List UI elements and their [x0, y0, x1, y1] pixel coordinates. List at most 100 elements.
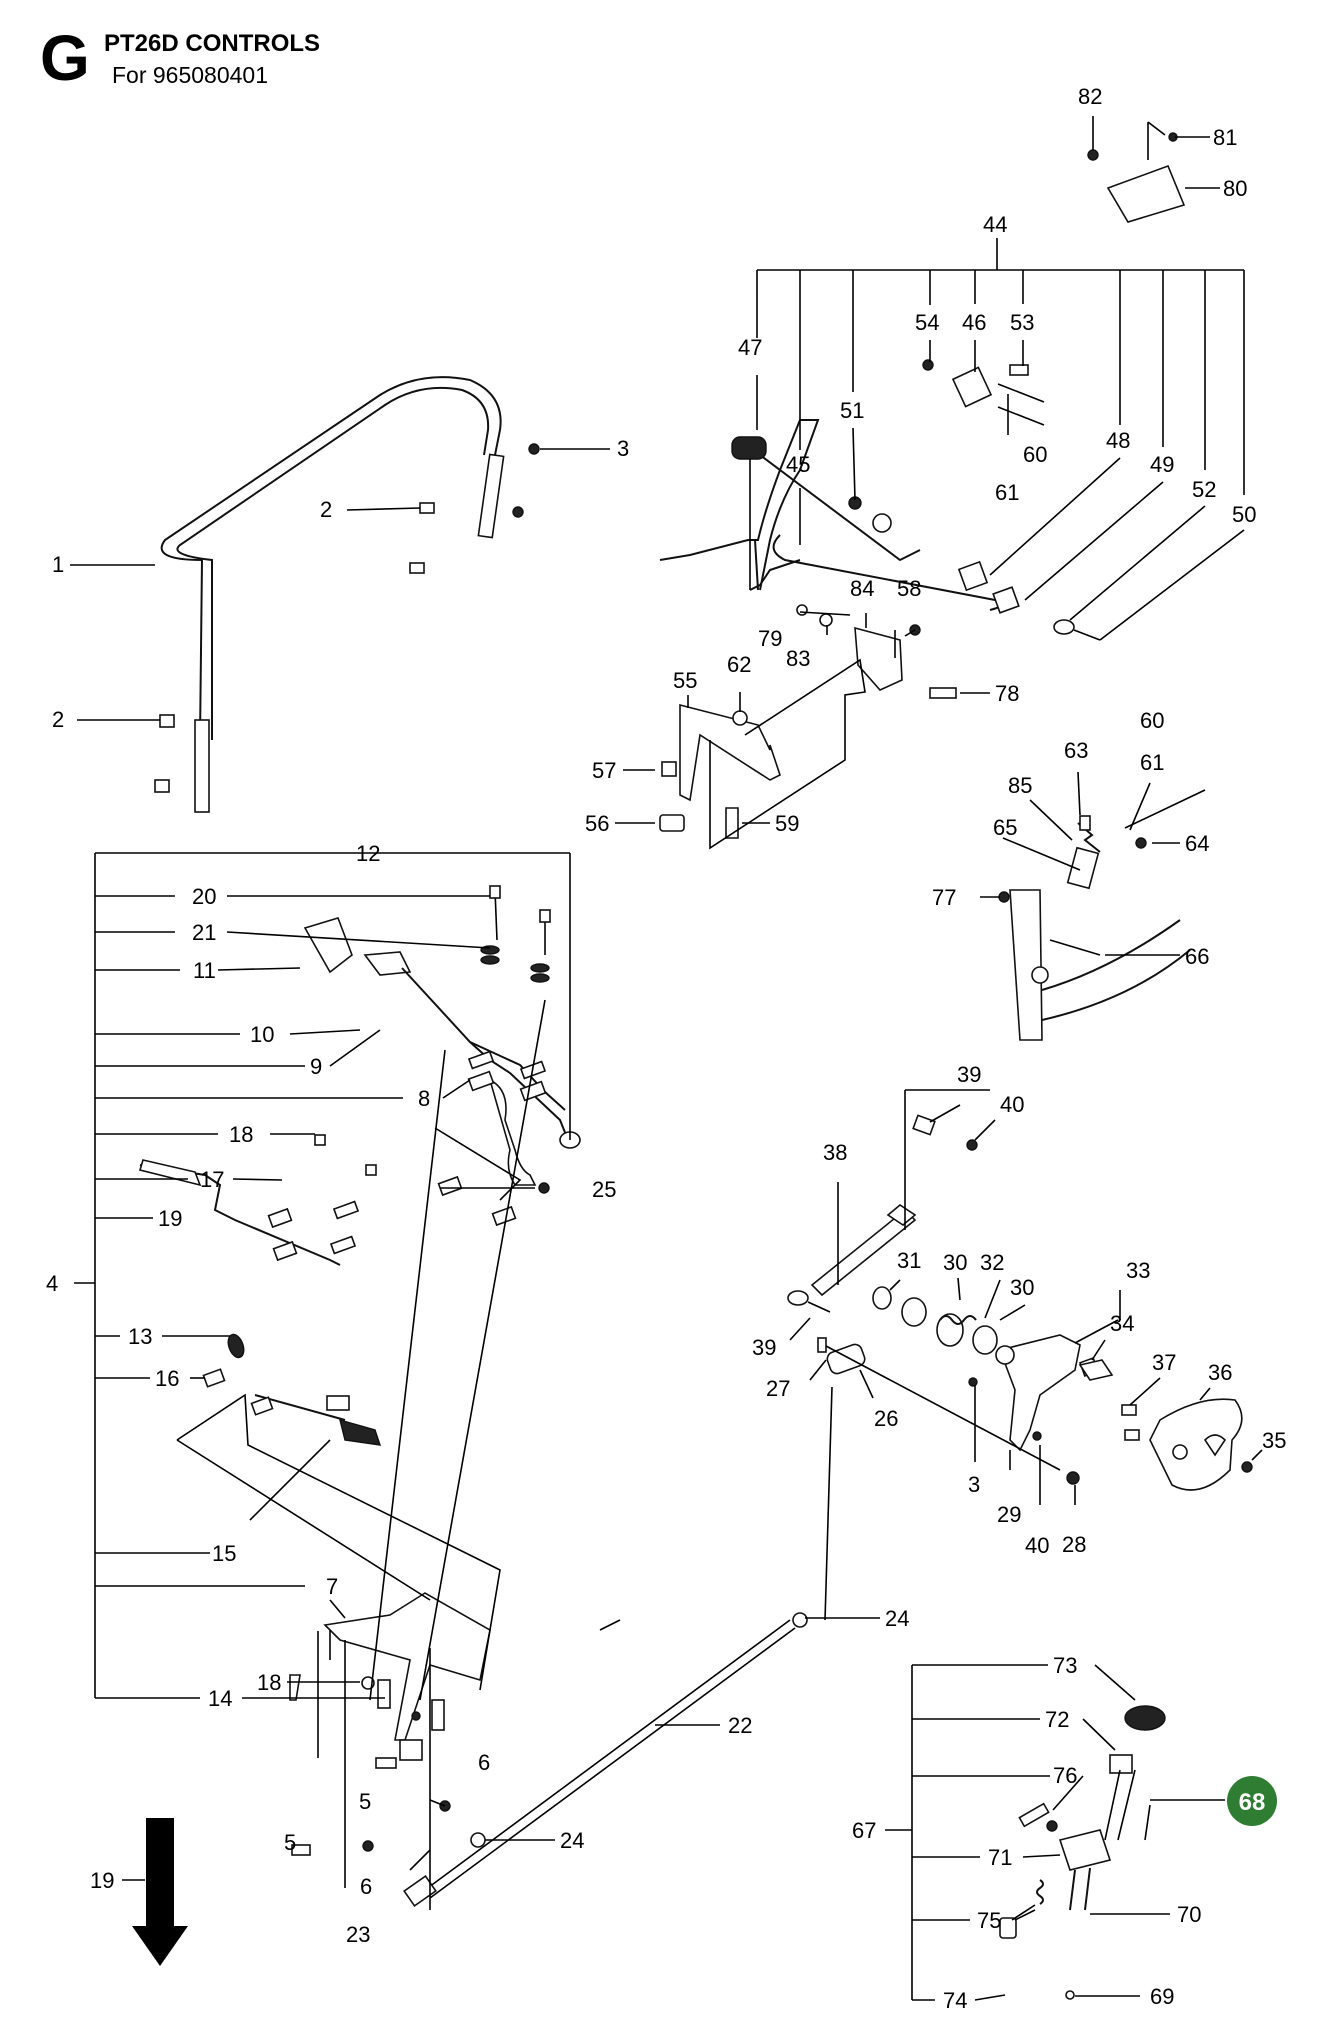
callout-13: 13 [128, 1324, 152, 1349]
callout-10: 10 [250, 1022, 274, 1047]
callout-52: 52 [1192, 477, 1216, 502]
callout-38: 38 [823, 1140, 847, 1165]
callout-82: 82 [1078, 84, 1102, 109]
callout-19: 19 [90, 1868, 114, 1893]
callout-17: 17 [200, 1167, 224, 1192]
callout-71: 71 [988, 1845, 1012, 1870]
callout-62: 62 [727, 652, 751, 677]
callout-81: 81 [1213, 125, 1237, 150]
plate-36 [1149, 1398, 1243, 1491]
callout-40: 40 [1000, 1092, 1024, 1117]
diagram-subtitle: For 965080401 [112, 62, 269, 88]
callout-12: 12 [356, 841, 380, 866]
callout-46: 46 [962, 310, 986, 335]
bracket-55 [679, 703, 781, 802]
callout-74: 74 [943, 1988, 967, 2013]
callout-16: 16 [155, 1366, 179, 1391]
handle-bar [160, 376, 502, 741]
lever-13 [139, 1164, 341, 1266]
callout-24: 24 [560, 1828, 584, 1853]
callout-51: 51 [840, 398, 864, 423]
callout-14: 14 [208, 1686, 232, 1711]
callout-45: 45 [786, 452, 810, 477]
callout-58: 58 [897, 576, 921, 601]
callout-11: 11 [193, 958, 216, 983]
callout-40: 40 [1025, 1533, 1049, 1558]
callout-33: 33 [1126, 1258, 1150, 1283]
callout-65: 65 [993, 815, 1017, 840]
callout-49: 49 [1150, 452, 1174, 477]
rod-22 [424, 1619, 791, 1891]
knob-73 [1124, 1705, 1166, 1731]
handle-bracket-left [194, 719, 210, 813]
frame-detail [1009, 889, 1043, 1041]
callout-6: 6 [360, 1874, 372, 1899]
callout-72: 72 [1045, 1707, 1069, 1732]
callout-50: 50 [1232, 502, 1256, 527]
callout-56: 56 [585, 811, 609, 836]
callout-57: 57 [592, 758, 616, 783]
callout-75: 75 [977, 1908, 1001, 1933]
callout-1: 1 [52, 552, 64, 577]
part-drawings [132, 121, 1253, 2000]
arrow-19 [132, 1818, 188, 1966]
callout-78: 78 [995, 681, 1019, 706]
callout-21: 21 [192, 920, 216, 945]
callout-76: 76 [1053, 1763, 1077, 1788]
diagram-title: PT26D CONTROLS [104, 30, 321, 57]
cable-left [369, 1049, 446, 1701]
lever-arm [659, 419, 820, 591]
callout-6: 6 [478, 1750, 490, 1775]
callout-63: 63 [1064, 738, 1088, 763]
callout-9: 9 [310, 1054, 322, 1079]
callout-15: 15 [212, 1541, 236, 1566]
callout-4: 4 [46, 1271, 58, 1296]
callout-26: 26 [874, 1406, 898, 1431]
callout-36: 36 [1208, 1360, 1232, 1385]
callout-5: 5 [359, 1789, 371, 1814]
callout-27: 27 [766, 1376, 790, 1401]
cable-right [419, 999, 546, 1701]
callout-48: 48 [1106, 428, 1130, 453]
callout-18: 18 [229, 1122, 253, 1147]
callout-2: 2 [52, 707, 64, 732]
callout-24: 24 [885, 1606, 909, 1631]
callout-68: 68 [1239, 1789, 1266, 1816]
callout-3: 3 [617, 436, 629, 461]
callout-8: 8 [418, 1086, 430, 1111]
callout-44: 44 [983, 212, 1007, 237]
callout-66: 66 [1185, 944, 1209, 969]
callout-39: 39 [752, 1335, 776, 1360]
highlight-badge-68[interactable]: 68 [1227, 1776, 1277, 1826]
callout-73: 73 [1053, 1653, 1077, 1678]
callout-20: 20 [192, 884, 216, 909]
callout-18: 18 [257, 1670, 281, 1695]
callout-85: 85 [1008, 773, 1032, 798]
callout-54: 54 [915, 310, 939, 335]
callout-2: 2 [320, 497, 332, 522]
callout-30: 30 [1010, 1275, 1034, 1300]
callout-61: 61 [995, 480, 1019, 505]
knob-47 [731, 436, 767, 460]
callout-79: 79 [758, 626, 782, 651]
callout-28: 28 [1062, 1532, 1086, 1557]
callout-59: 59 [775, 811, 799, 836]
callout-5: 5 [284, 1830, 296, 1855]
callout-32: 32 [980, 1250, 1004, 1275]
callout-35: 35 [1262, 1428, 1286, 1453]
callout-25: 25 [592, 1177, 616, 1202]
bracket-7 [323, 1592, 491, 1741]
callout-39: 39 [957, 1062, 981, 1087]
callout-84: 84 [850, 576, 874, 601]
section-letter: G [40, 22, 90, 94]
callout-7: 7 [326, 1574, 338, 1599]
callout-3: 3 [968, 1472, 980, 1497]
callout-60: 60 [1023, 442, 1047, 467]
callout-37: 37 [1152, 1350, 1176, 1375]
callout-80: 80 [1223, 176, 1247, 201]
callout-67: 67 [852, 1818, 876, 1843]
lever-11 [303, 917, 353, 974]
callout-22: 22 [728, 1713, 752, 1738]
callout-23: 23 [346, 1922, 370, 1947]
